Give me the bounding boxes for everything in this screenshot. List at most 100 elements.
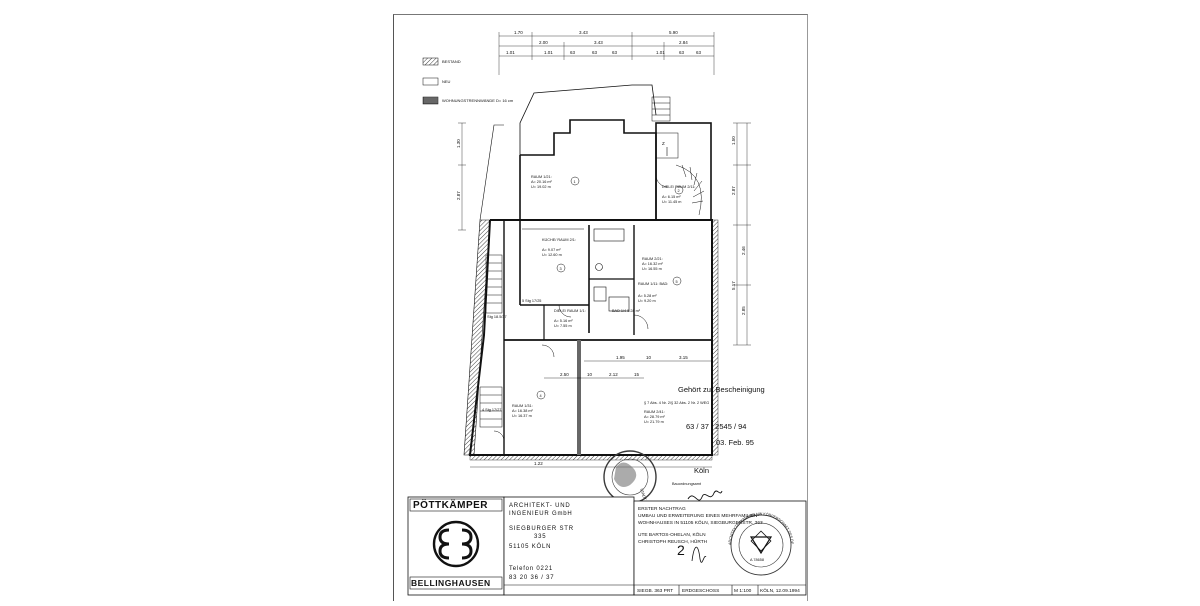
room-3-perimeter: U= 12.60 m <box>542 253 562 257</box>
dim-left-2: 2.87 <box>456 191 461 200</box>
room-8-perimeter: U= 21.79 m <box>644 420 664 424</box>
dimensions-top <box>498 32 715 75</box>
stair-label-2: 9 Stg 18.5/37 <box>484 315 507 319</box>
dim-mid-2: 10 <box>646 355 652 360</box>
room-4-area: A= 16.32 m² <box>642 262 664 266</box>
dim-right-3: 2.46 <box>741 246 746 255</box>
room-7-area: A= 16.38 m² <box>512 409 534 413</box>
project-line-4: UTE BARTOS-OHELAN, KÖLN <box>638 531 706 538</box>
room-5-area: A= 5.28 m² <box>638 294 657 298</box>
chamber-stamp-text: ARCHITEKTENKAMMER NW KÖRPERSCHAFT DES ÖF… <box>394 15 794 545</box>
room-3-area: A= 9.07 m² <box>542 248 561 252</box>
dim-top-8: 1.01 <box>544 50 553 55</box>
bath-label: BAD 1/4 5.28 m² <box>612 309 641 313</box>
project-line-5: CHRISTOPH REUSCH, HÜRTH <box>638 538 708 545</box>
cert-date: 03. Feb. 95 <box>716 438 754 447</box>
room-2-num: 2 <box>678 189 680 193</box>
dim-mid-6: 2.12 <box>609 372 618 377</box>
dim-top-9: 63 <box>570 50 576 55</box>
existing-walls <box>469 219 719 461</box>
dim-mid-4: 2.50 <box>560 372 569 377</box>
dim-top-5: 3.43 <box>594 40 603 45</box>
room-4: RAUM 2/21: A= 16.32 m² U= 16.55 m 5 <box>642 257 682 286</box>
stair-left-lower <box>479 386 503 428</box>
room-7-num: 4 <box>540 394 542 398</box>
dimensions-right <box>733 122 751 346</box>
room-6: DIELE/ RAUM 1/1: A= 5.16 m² U= 7.55 m <box>554 309 586 328</box>
room-6-label: DIELE/ RAUM 1/1: <box>554 309 586 313</box>
firm-logo <box>432 520 480 568</box>
firm-name-top: PÖTTKÄMPER <box>413 498 488 511</box>
room-4-perimeter: U= 16.55 m <box>642 267 662 271</box>
z-marker-box <box>655 132 679 159</box>
signature-3 <box>691 546 707 563</box>
room-5-perimeter: U= 9.20 m <box>638 299 656 303</box>
room-8-area: A= 28.79 m² <box>644 415 666 419</box>
doors <box>493 174 669 442</box>
dim-right-5: 2.85 <box>741 306 746 315</box>
footer-date: KÖLN, 12.09.1994 <box>760 587 800 594</box>
room-1-num: 1 <box>574 180 576 184</box>
dim-top-11: 63 <box>612 50 618 55</box>
signature-1 <box>687 490 723 501</box>
z-marker: Z <box>662 141 665 146</box>
dim-top-14: 63 <box>696 50 702 55</box>
legend-swatch-bestand <box>422 57 439 66</box>
legend: BESTAND NEU WOHNUNGSTRENNWÄNDE D= 16 cm <box>422 57 514 105</box>
legend-label-bestand: BESTAND <box>442 59 461 64</box>
stair-right <box>651 96 705 216</box>
room-1: RAUM 1/21: A= 20.16 m² U= 19.02 m 1 <box>531 175 580 189</box>
cert-line-2: § 7 Abs. 4 Nr. 2/§ 32 Abs. 2 Nr. 2 WEG <box>644 401 709 405</box>
dim-top-2: 3.43 <box>579 30 588 35</box>
round-stamp-text: STADT KÖLN <box>639 488 651 512</box>
room-4-num: 5 <box>676 280 678 284</box>
room-4-label: RAUM 2/21: <box>642 257 663 261</box>
project-line-1: ERSTER NACHTRAG <box>638 506 686 512</box>
stair-label-1: 5 Stg 17/25 <box>522 299 541 303</box>
firm-street-no: 335 <box>534 534 546 540</box>
firm-name-bottom: BELLINGHAUSEN <box>411 578 491 588</box>
firm-type-2: INGENIEUR GmbH <box>509 511 573 517</box>
footer-scale: M 1:100 <box>734 588 752 594</box>
room-5-label: RAUM 1/11: BAD: <box>638 282 668 286</box>
cert-authority: Bauordnungsamt <box>672 482 702 486</box>
dim-top-13: 63 <box>679 50 685 55</box>
legend-label-trennwand: WOHNUNGSTRENNWÄNDE D= 16 cm <box>442 98 514 103</box>
firm-phone-label: Telefon 0221 <box>509 566 553 572</box>
dim-bottom: 1.22 <box>534 461 543 466</box>
footer-drawing: ERDGESCHOSS <box>682 588 719 594</box>
room-3-label: KÜCHE/ RAUM 2/1: <box>542 238 576 242</box>
certificate-stamp: Gehört zur Bescheinigung § 7 Abs. 4 Nr. … <box>644 385 765 486</box>
dim-top-10: 63 <box>592 50 598 55</box>
room-7: RAUM 1/31: A= 16.38 m² U= 16.37 m 4 <box>512 390 546 418</box>
dim-mid-7: 15 <box>634 372 640 377</box>
dim-top-7: 1.01 <box>506 50 515 55</box>
room-3-num: 3 <box>560 267 562 271</box>
plan-walls <box>463 84 713 456</box>
sheet-number: 2 <box>677 542 685 558</box>
room-6-area: A= 5.16 m² <box>554 319 573 323</box>
floor-plan-sheet: BESTAND NEU WOHNUNGSTRENNWÄNDE D= 16 cm … <box>393 12 808 601</box>
firm-type-1: ARCHITEKT- UND <box>509 503 571 509</box>
room-8: RAUM 2/41: A= 28.79 m² U= 21.79 m <box>644 410 666 424</box>
chamber-stamp-num: A 78658 <box>750 558 764 562</box>
floor-plan-drawing: BESTAND NEU WOHNUNGSTRENNWÄNDE D= 16 cm … <box>393 12 807 596</box>
room-6-perimeter: U= 7.55 m <box>554 324 572 328</box>
dim-left-1: 1.30 <box>456 139 461 148</box>
cert-city: Köln <box>694 466 709 475</box>
stair-label-3: 4 Stg 17/27 <box>482 408 501 412</box>
room-1-label: RAUM 1/21: <box>531 175 552 179</box>
dim-top-6: 2.84 <box>679 40 688 45</box>
firm-street: SIEGBURGER STR <box>509 526 574 532</box>
dim-right-1: 1.50 <box>731 136 736 145</box>
room-2: DIELE/ RAUM 2/11: A= 6.15 m² U= 11.45 m … <box>662 185 695 204</box>
dim-top-3: 5.90 <box>669 30 678 35</box>
legend-swatch-trennwand <box>422 96 439 105</box>
legend-label-neu: NEU <box>442 79 451 84</box>
project-line-2: UMBAU UND ERWEITERUNG EINES MEHRFAMILIEN… <box>638 513 759 519</box>
legend-swatch-neu <box>422 77 439 86</box>
dim-mid-5: 10 <box>587 372 593 377</box>
dim-top-12: 1.01 <box>656 50 665 55</box>
dim-right-4: 5.17 <box>731 281 736 290</box>
stair-left-upper <box>485 254 503 314</box>
